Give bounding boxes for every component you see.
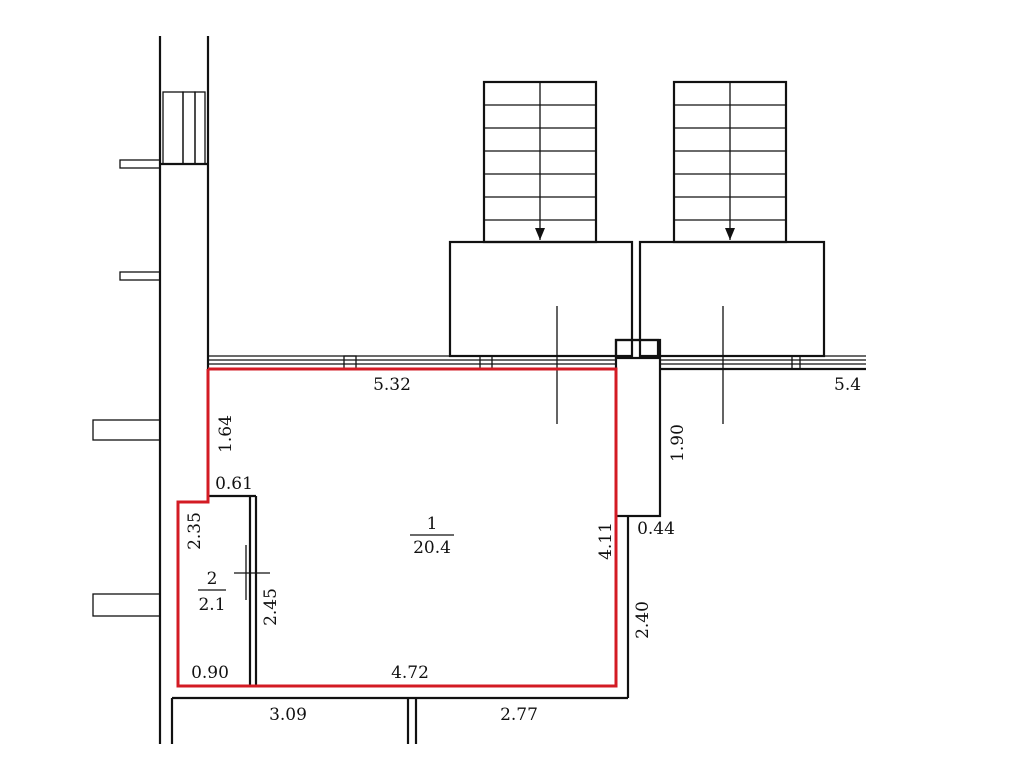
dimension-2-77: 2.77 xyxy=(500,705,538,725)
window-ledge xyxy=(119,271,161,281)
dimension-1-64: 1.64 xyxy=(216,415,236,453)
room-1-number: 1 xyxy=(427,514,438,534)
dimension-1-90: 1.90 xyxy=(668,424,688,462)
pillar xyxy=(614,338,662,518)
dimension-2-45: 2.45 xyxy=(261,588,281,626)
highlight-outline xyxy=(176,367,618,688)
room-walls xyxy=(170,369,630,744)
dimension-5-32: 5.32 xyxy=(373,375,411,395)
balcony-left xyxy=(448,80,634,424)
left-wall xyxy=(92,36,210,744)
room-2-area: 2.1 xyxy=(198,595,225,615)
dimension-3-09: 3.09 xyxy=(269,705,307,725)
top-wall xyxy=(208,355,866,371)
room-1-area: 20.4 xyxy=(413,538,451,558)
dimension-0-90: 0.90 xyxy=(191,663,229,683)
dimension-0-44: 0.44 xyxy=(637,519,675,539)
room-2-number: 2 xyxy=(207,569,218,589)
dimension-4-11: 4.11 xyxy=(596,522,616,560)
balcony-right xyxy=(638,80,826,424)
dimension-2-40: 2.40 xyxy=(633,601,653,639)
window-ledge xyxy=(119,159,161,169)
dimension-5-4: 5.4 xyxy=(834,375,861,395)
hatched-column xyxy=(162,91,184,165)
dimension-4-72: 4.72 xyxy=(391,663,429,683)
dimension-0-61: 0.61 xyxy=(215,474,253,494)
window-ledge xyxy=(92,593,161,617)
window-ledge xyxy=(92,419,161,441)
dimension-2-35: 2.35 xyxy=(185,512,205,550)
